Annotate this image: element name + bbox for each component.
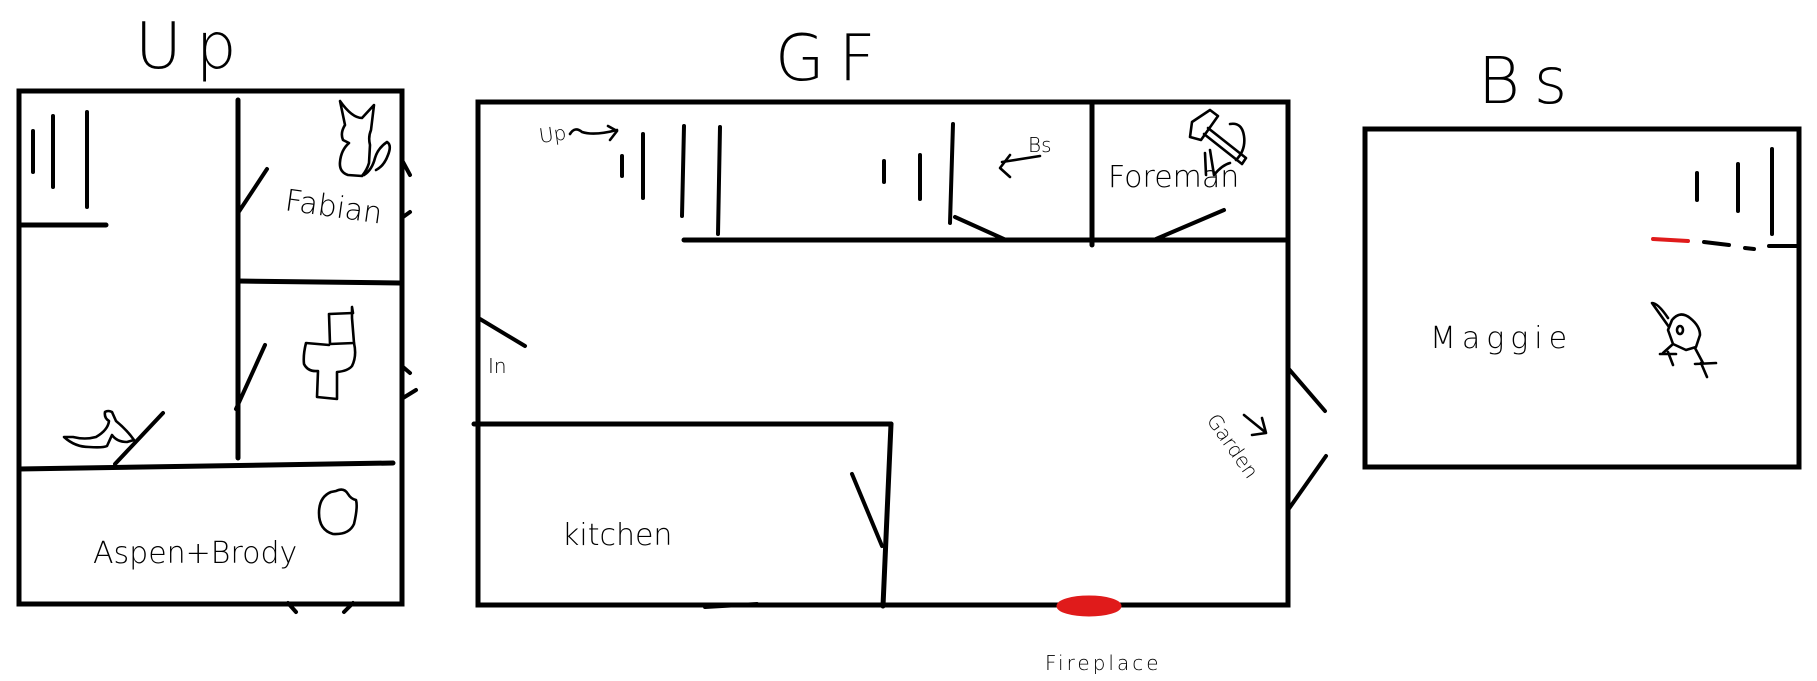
label-garden: Garden	[1202, 409, 1264, 483]
window-mark	[342, 601, 355, 614]
door-foreman	[1154, 208, 1226, 241]
door-bs	[953, 215, 1008, 242]
bs-red-marker	[1651, 237, 1690, 243]
bs-dashed-wall	[1702, 240, 1731, 247]
stairs-icon	[1695, 147, 1774, 236]
room-label-fabian: Fabian	[283, 183, 385, 231]
door-garden-top	[1286, 366, 1327, 413]
door-landing	[113, 411, 165, 466]
window-mark	[401, 160, 412, 177]
label-bs-arrow: Bs	[1028, 133, 1052, 157]
floor-up: Up Fabian	[16, 10, 418, 614]
door-fabian	[236, 167, 269, 215]
arrow-left-icon	[998, 153, 1042, 179]
label-entrance: In	[488, 354, 507, 378]
stairs-down-icon	[882, 122, 955, 225]
door-garden-bottom	[1286, 454, 1328, 512]
floor-bs: Bs Maggie	[1362, 45, 1802, 470]
room-label-kitchen: kitchen	[562, 518, 672, 553]
room-label-foreman: Foreman	[1108, 160, 1239, 195]
person-sitting-icon	[62, 409, 136, 449]
room-label-aspen-brody: Aspen+Brody	[93, 536, 297, 571]
bs-dashed-wall	[1743, 246, 1756, 251]
stairs-up-icon	[620, 124, 722, 236]
window-mark	[286, 601, 298, 614]
room-label-maggie: Maggie	[1430, 321, 1573, 356]
floor-title-up: Up	[135, 10, 250, 84]
gf-kitchen-side-wall	[880, 421, 894, 609]
floor-gf: GF Up B	[471, 22, 1328, 675]
door-bathroom	[234, 343, 267, 411]
hammer-sickle-icon	[1188, 108, 1248, 177]
window-mark	[401, 365, 412, 375]
bird-icon	[1650, 301, 1718, 379]
fireplace-icon	[1056, 595, 1122, 617]
label-fireplace: Fireplace	[1045, 651, 1162, 675]
toilet-icon	[302, 305, 357, 401]
stairs-icon	[31, 110, 89, 209]
window-mark	[401, 210, 412, 219]
floor-title-bs: Bs	[1478, 45, 1581, 119]
up-outer-walls	[16, 88, 405, 607]
floor-title-gf: GF	[775, 22, 889, 96]
label-up-arrow: Up	[537, 120, 567, 148]
window-mark	[401, 388, 418, 400]
door-entrance	[478, 317, 527, 348]
door-kitchen	[850, 472, 884, 548]
gf-wall-mark	[703, 602, 759, 609]
bs-outer-walls	[1362, 126, 1802, 470]
cat-icon	[338, 99, 392, 178]
up-bedroom-wall	[16, 460, 396, 472]
arrow-garden-icon	[1242, 413, 1268, 437]
up-fabian-bath-wall	[235, 278, 403, 286]
arrow-right-icon	[568, 124, 619, 142]
heart-icon	[317, 488, 358, 536]
